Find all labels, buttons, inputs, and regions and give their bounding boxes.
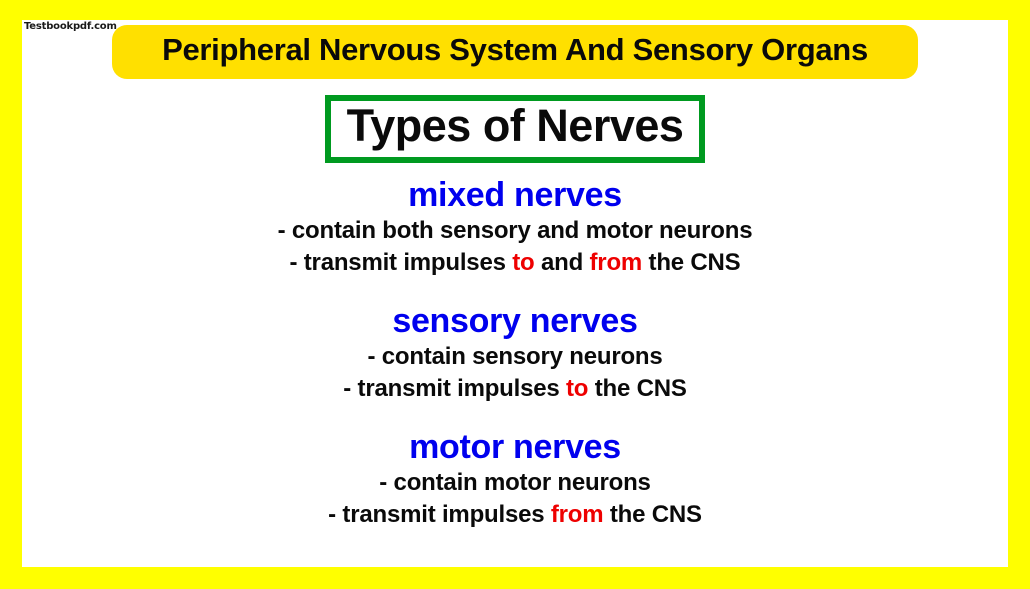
nerve-detail-line: - contain both sensory and motor neurons	[22, 215, 1008, 247]
detail-text: - contain both sensory and motor neurons	[277, 217, 753, 245]
highlighted-keyword: to	[512, 249, 535, 277]
detail-text: and	[534, 249, 590, 277]
nerve-types-list: mixed nerves - contain both sensory and m…	[22, 175, 1008, 531]
detail-text: - transmit impulses	[343, 374, 567, 402]
nerve-detail-line: - transmit impulses to the CNS	[22, 373, 1008, 405]
slide-title: Peripheral Nervous System And Sensory Or…	[162, 32, 868, 67]
watermark-label: Testbookpdf.com	[24, 21, 117, 32]
highlighted-keyword: from	[589, 249, 643, 277]
highlighted-keyword: from	[550, 500, 604, 528]
nerve-section: sensory nerves- contain sensory neurons-…	[22, 301, 1008, 405]
title-banner: Peripheral Nervous System And Sensory Or…	[112, 25, 918, 79]
title-banner-container: Peripheral Nervous System And Sensory Or…	[22, 25, 1008, 79]
detail-text: - transmit impulses	[289, 249, 513, 277]
highlighted-keyword: to	[566, 374, 589, 402]
detail-text: the CNS	[603, 500, 702, 528]
detail-text: - contain sensory neurons	[367, 343, 663, 371]
detail-text: - contain motor neurons	[379, 468, 651, 496]
nerve-detail-line: - transmit impulses to and from the CNS	[22, 247, 1008, 279]
subtitle-box: Types of Nerves	[324, 95, 706, 163]
nerve-detail-line: - contain sensory neurons	[22, 341, 1008, 373]
detail-text: - transmit impulses	[328, 500, 551, 528]
nerve-detail-line: - transmit impulses from the CNS	[22, 499, 1008, 531]
detail-text: the CNS	[588, 374, 687, 402]
nerve-type-heading: sensory nerves	[392, 301, 638, 340]
nerve-type-heading: mixed nerves	[408, 176, 622, 214]
nerve-section: motor nerves- contain motor neurons - tra…	[22, 427, 1008, 531]
nerve-section: mixed nerves - contain both sensory and m…	[22, 175, 1008, 279]
nerve-type-heading: motor nerves	[409, 427, 621, 466]
detail-text: the CNS	[642, 249, 741, 277]
nerve-detail-line: - contain motor neurons	[22, 467, 1008, 499]
slide-canvas: Testbookpdf.com Peripheral Nervous Syste…	[22, 20, 1008, 567]
slide-subtitle: Types of Nerves	[346, 100, 684, 151]
subtitle-box-container: Types of Nerves	[22, 95, 1008, 163]
